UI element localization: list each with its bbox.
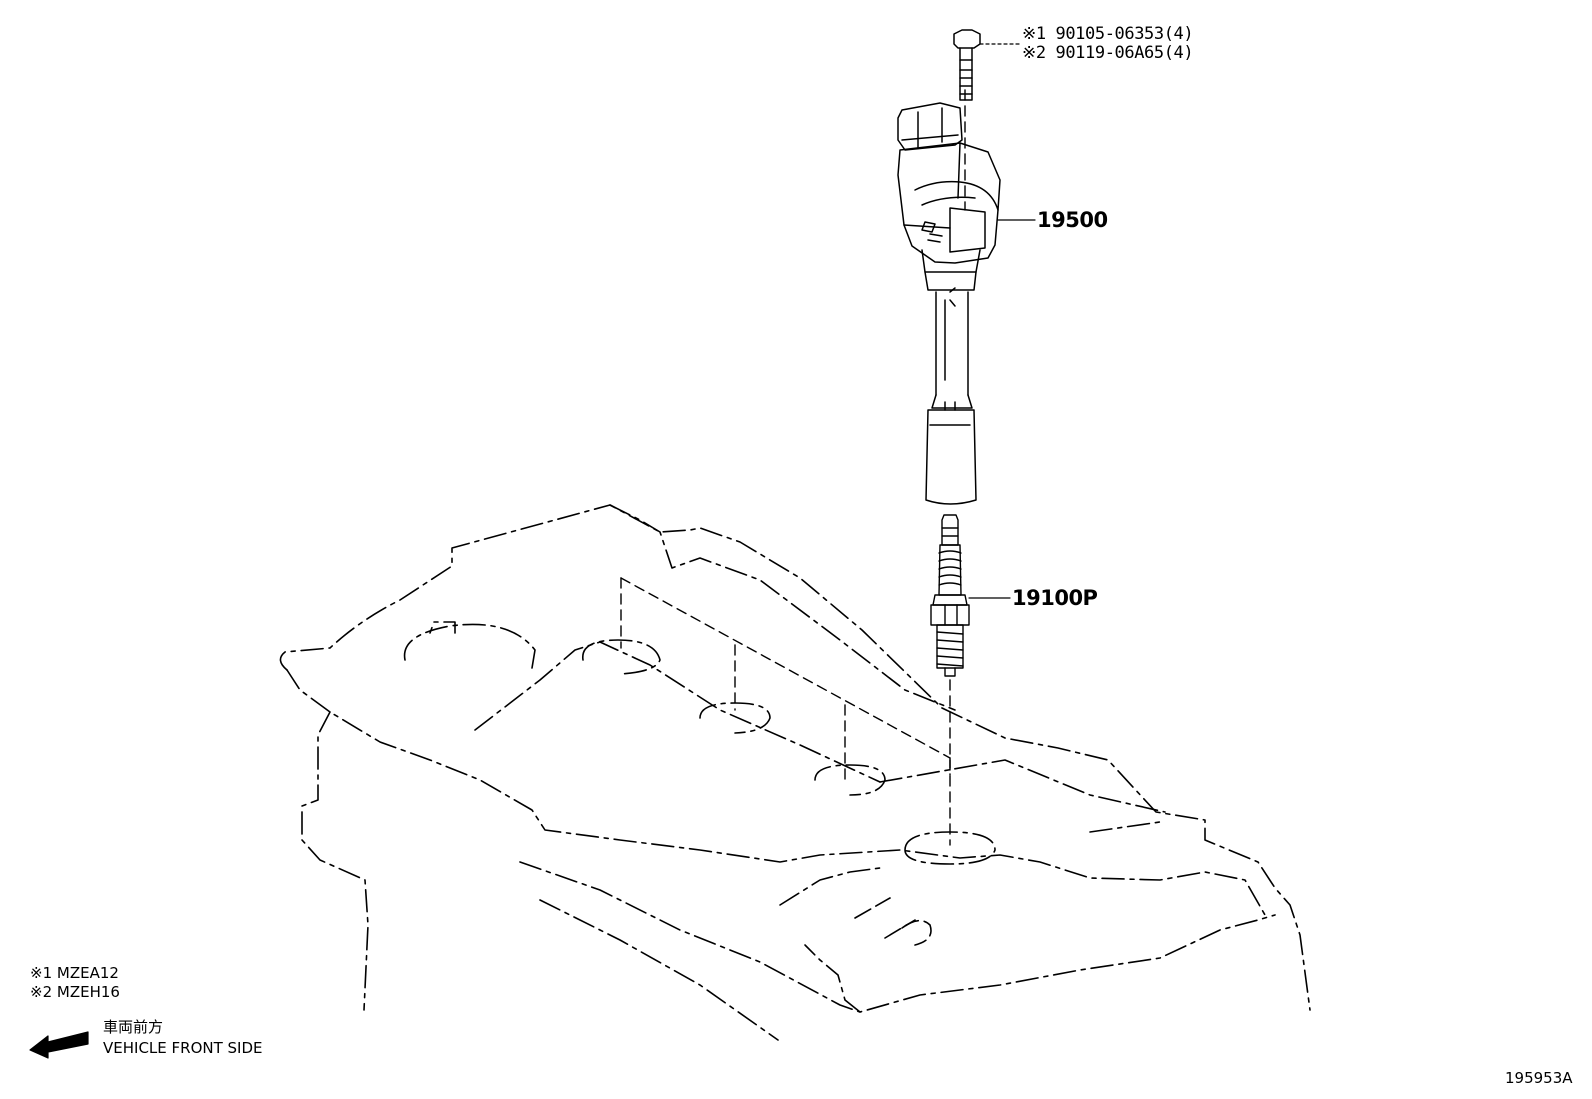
bolt-part-number-1: ※1 90105-06353(4) — [1022, 24, 1194, 44]
ignition-coil-part — [897, 102, 1001, 505]
spark-plug-part — [930, 514, 970, 677]
center-lines — [620, 89, 966, 846]
engine-outline — [279, 504, 1311, 1041]
model-note-1: ※1 MZEA12 — [30, 964, 119, 982]
plug-part-number: 19100P — [1012, 586, 1098, 610]
vehicle-front-arrow — [29, 1031, 89, 1059]
leader-lines — [968, 43, 1036, 599]
direction-label-en: VEHICLE FRONT SIDE — [103, 1039, 263, 1057]
figure-number: 195953A — [1505, 1069, 1573, 1087]
direction-label-jp: 車両前方 — [103, 1018, 164, 1036]
bolt-part — [953, 29, 981, 101]
bolt-part-number-2: ※2 90119-06A65(4) — [1022, 43, 1194, 63]
model-note-2: ※2 MZEH16 — [30, 983, 120, 1001]
coil-part-number: 19500 — [1037, 208, 1108, 232]
cam-feature — [854, 897, 932, 946]
